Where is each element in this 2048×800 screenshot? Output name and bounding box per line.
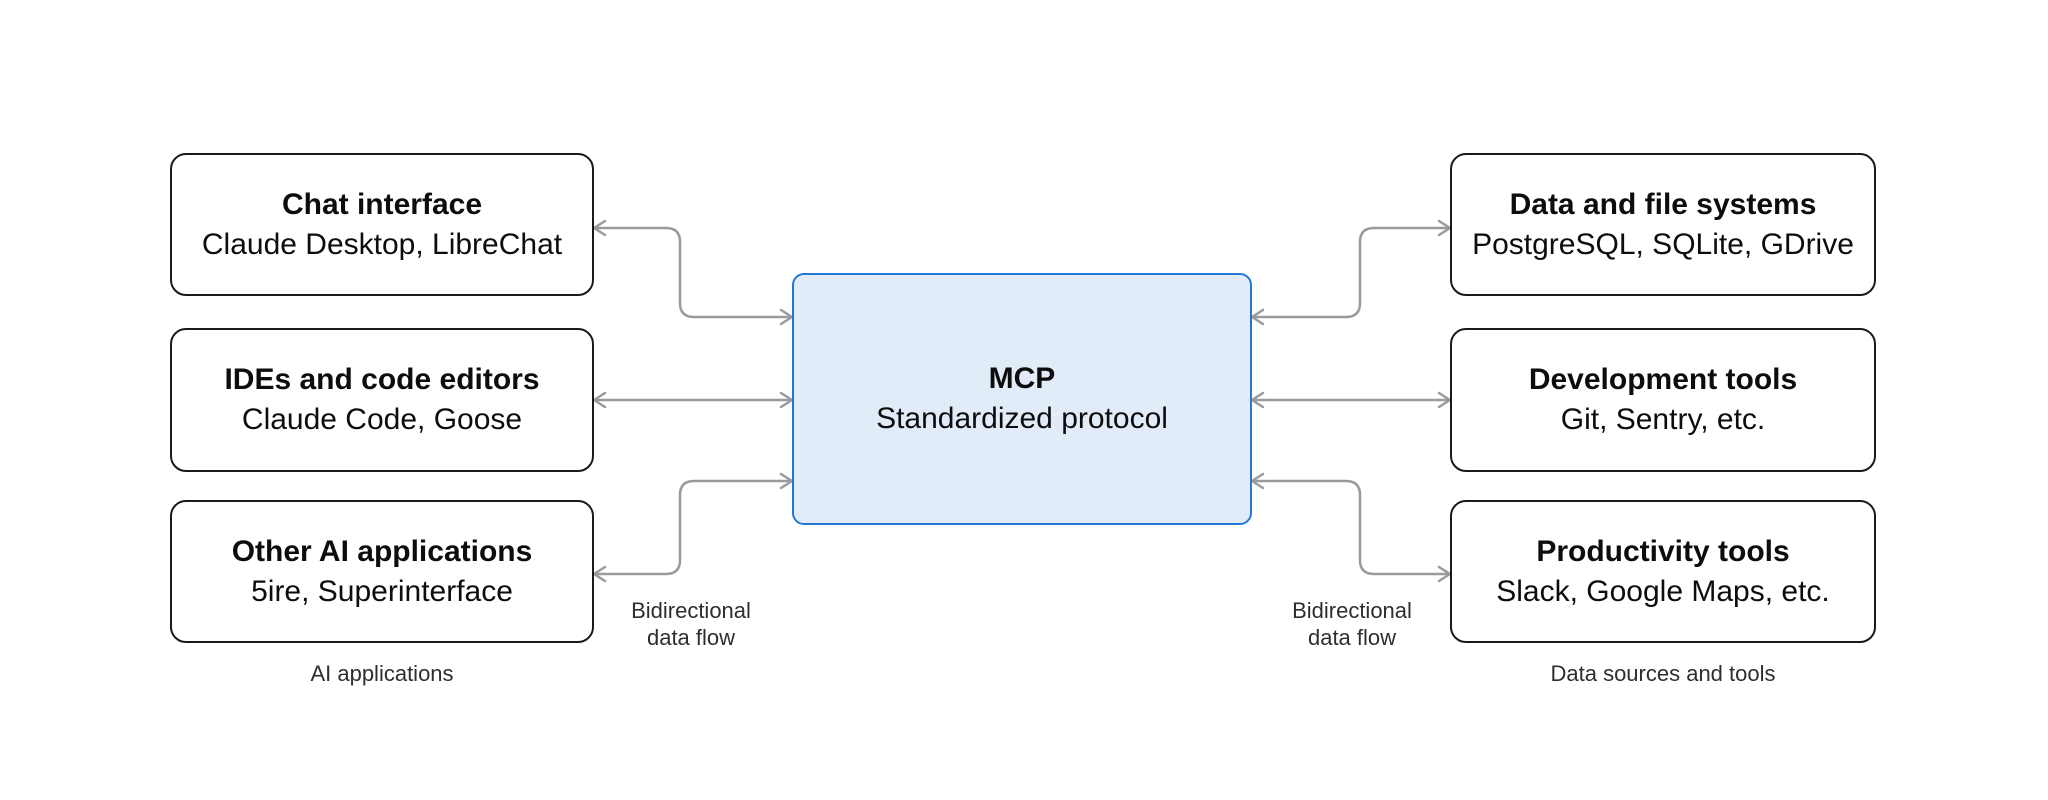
left-group-caption: AI applications [310,661,454,686]
flow-label-line: data flow [1307,625,1397,650]
bidirectional-data-flow-label-right: Bidirectional data flow [1232,597,1472,651]
bidirectional-arrow-left-top [592,219,794,326]
flow-label-line: data flow [646,625,736,650]
node-other-ai-applications: Other AI applications 5ire, Superinterfa… [170,500,594,643]
right-group-caption: Data sources and tools [1550,661,1776,686]
bidirectional-arrow-left-bottom [592,472,794,583]
node-title: IDEs and code editors [224,363,540,396]
node-subtitle: Standardized protocol [876,402,1168,435]
node-subtitle: Claude Code, Goose [241,403,523,436]
node-data-and-file-systems: Data and file systems PostgreSQL, SQLite… [1450,153,1876,296]
node-title: Productivity tools [1536,534,1790,568]
node-title: Chat interface [281,187,483,221]
flow-label-line: Bidirectional [631,598,751,623]
node-chat-interface: Chat interface Claude Desktop, LibreChat [170,153,594,296]
flow-label-line: Bidirectional [1292,598,1412,623]
bidirectional-arrow-right-bottom [1250,472,1452,583]
bidirectional-data-flow-label-left: Bidirectional data flow [571,597,811,651]
node-title: Development tools [1528,363,1798,396]
node-development-tools: Development tools Git, Sentry, etc. [1450,328,1876,472]
node-subtitle: Git, Sentry, etc. [1560,403,1766,436]
node-ides-and-code-editors: IDEs and code editors Claude Code, Goose [170,328,594,472]
node-title: Other AI applications [231,534,533,568]
node-productivity-tools: Productivity tools Slack, Google Maps, e… [1450,500,1876,643]
node-subtitle: Slack, Google Maps, etc. [1496,574,1830,608]
node-title: Data and file systems [1509,187,1817,221]
node-mcp: MCP Standardized protocol [792,273,1252,525]
node-subtitle: 5ire, Superinterface [251,574,513,608]
node-subtitle: PostgreSQL, SQLite, GDrive [1472,227,1854,261]
node-title: MCP [988,362,1056,395]
bidirectional-arrow-right-top [1250,219,1452,326]
node-subtitle: Claude Desktop, LibreChat [201,227,563,261]
